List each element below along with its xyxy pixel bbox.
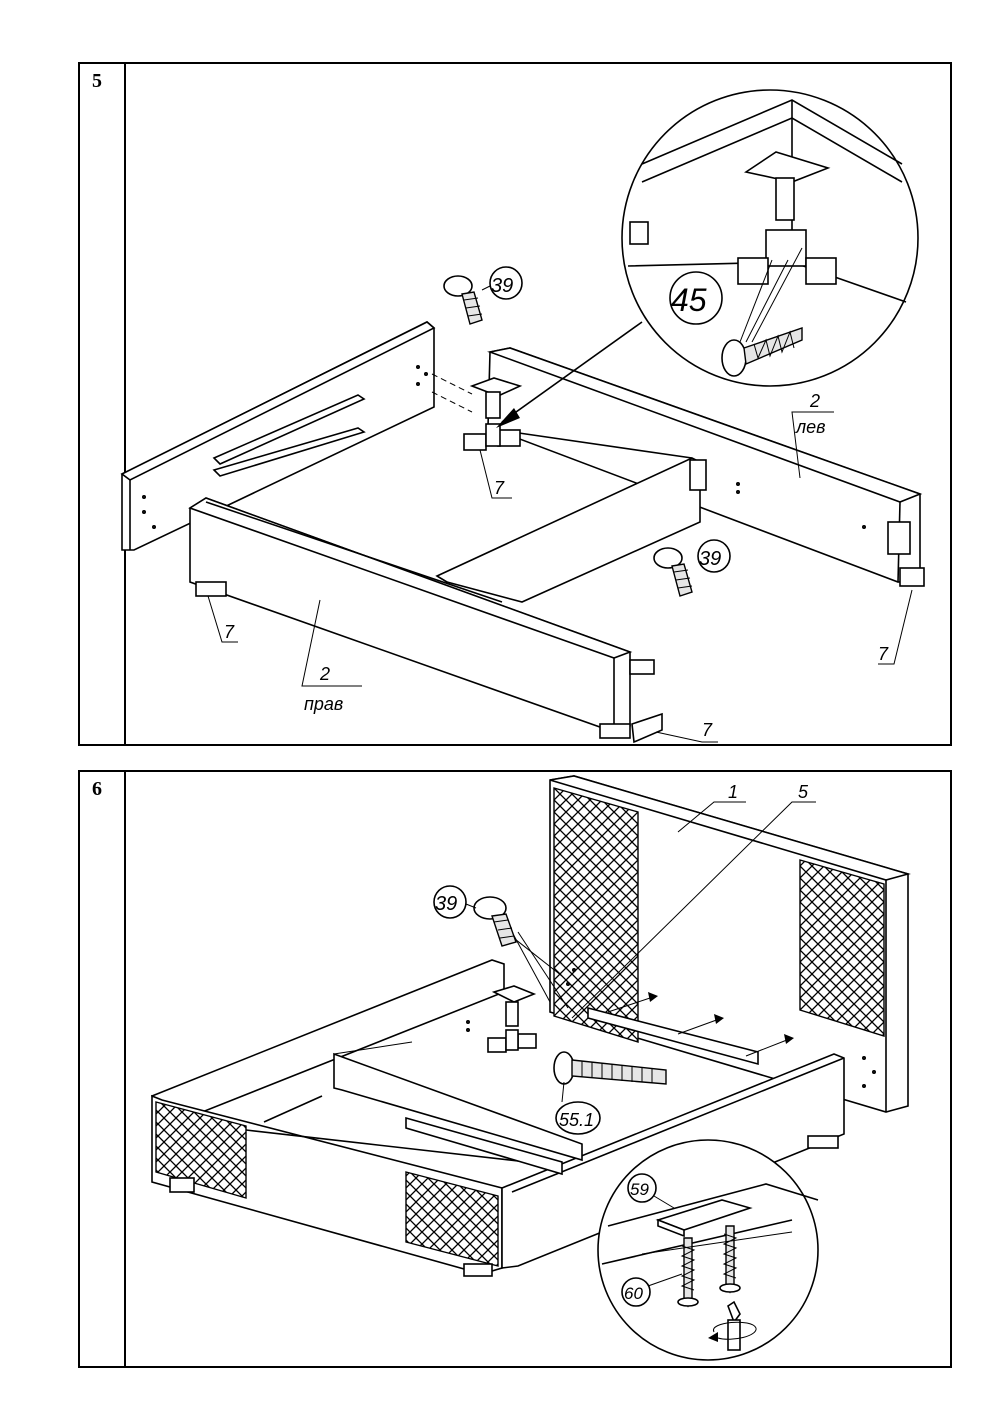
long-bolt-55-1: 55.1 xyxy=(553,1051,667,1135)
center-beam xyxy=(435,431,707,603)
label-60: 60 xyxy=(624,1284,643,1303)
corner-bracket-center xyxy=(431,373,523,451)
label-39-bottom: 39 xyxy=(699,548,721,570)
label-7-left: 7 xyxy=(224,622,235,642)
step-6-number: 6 xyxy=(92,778,102,800)
insertion-arrows xyxy=(505,931,794,1057)
headboard xyxy=(549,775,911,1113)
leader-labels-step5: 7 7 7 7 2 прав 2 лев xyxy=(207,391,913,743)
leader-labels-step6: 1 5 xyxy=(571,782,816,1019)
label-7-front: 7 xyxy=(702,720,713,740)
bolt-39-bottom: 39 xyxy=(653,539,731,597)
label-39-step6: 39 xyxy=(435,893,457,915)
label-5: 5 xyxy=(798,782,809,802)
label-39-top: 39 xyxy=(491,275,513,297)
label-7-center: 7 xyxy=(494,478,505,498)
step-5-number: 5 xyxy=(92,70,102,92)
corner-bracket-step6 xyxy=(487,985,537,1053)
bolt-39-step6: 39 xyxy=(433,885,517,947)
detail-circle-underside: 59 60 xyxy=(597,1139,819,1361)
step-5-panel: 5 xyxy=(78,62,952,746)
right-side-panel xyxy=(188,497,663,744)
label-59: 59 xyxy=(630,1180,649,1199)
left-end-panel xyxy=(120,321,436,551)
label-2-left-txt: лев xyxy=(795,417,826,437)
detail-circle-bracket: 45 xyxy=(621,89,919,387)
step-5-number-column: 5 xyxy=(80,64,126,744)
step-6-panel: 6 xyxy=(78,770,952,1368)
detail-arrow xyxy=(496,321,643,428)
step-5-drawing: 39 39 xyxy=(120,89,925,744)
label-45: 45 xyxy=(671,282,707,318)
label-55-1: 55.1 xyxy=(559,1110,594,1130)
label-2-right-txt: прав xyxy=(304,694,343,714)
label-7-right: 7 xyxy=(878,644,889,664)
label-2-right-num: 2 xyxy=(319,664,330,684)
bolt-39-top: 39 xyxy=(443,266,523,325)
step-6-drawing: 39 55.1 1 5 xyxy=(151,775,911,1361)
label-1: 1 xyxy=(728,782,738,802)
step-6-number-column: 6 xyxy=(80,772,126,1366)
bed-frame xyxy=(151,959,845,1277)
label-2-left-num: 2 xyxy=(809,391,820,411)
